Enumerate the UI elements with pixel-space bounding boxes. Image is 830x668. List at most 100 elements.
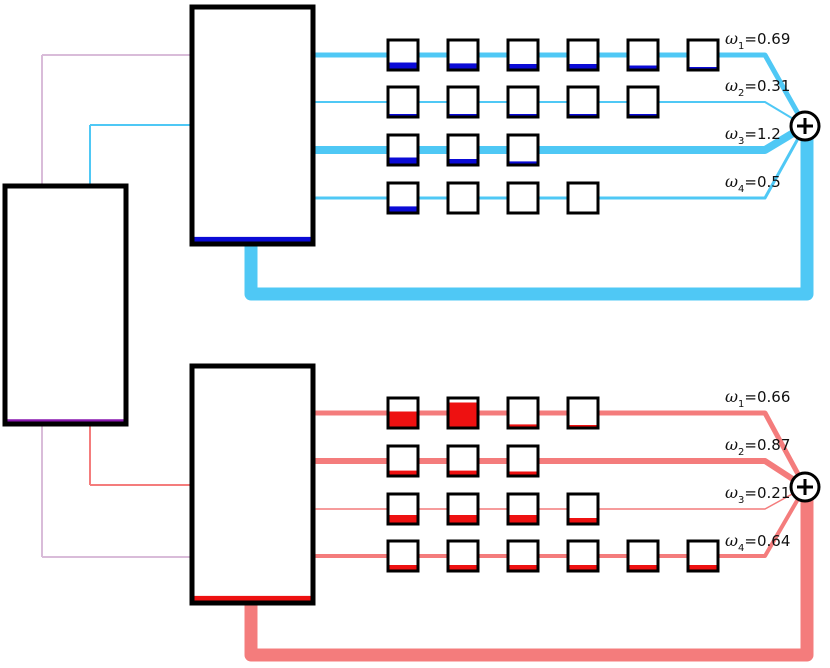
bottom-branch-4-unit-5-border <box>626 539 660 573</box>
bottom-integrator-box-bg <box>192 366 313 603</box>
top-branch-3-unit-1-border <box>386 133 420 167</box>
bottom-weight-value-4: =0.64 <box>744 532 790 550</box>
top-branch-2-unit-5-border <box>626 85 660 119</box>
bottom-integrator-box-border <box>189 363 316 606</box>
top-weight-symbol-4: ω <box>725 172 738 191</box>
top-weight-index-4: 4 <box>738 184 744 195</box>
top-branch-2-unit-3-border <box>506 85 540 119</box>
top-branch-2-unit-5 <box>626 85 660 119</box>
top-integrator-box-border <box>189 4 316 247</box>
top-branch-1-unit-1 <box>386 38 420 72</box>
top-branch-4-unit-1-fill <box>388 206 418 213</box>
bottom-branch-4-unit-2-border <box>446 539 480 573</box>
top-branch-3-unit-3 <box>506 133 540 167</box>
bottom-branch-1-unit-1-border <box>386 396 420 430</box>
bottom-weight-symbol-1: ω <box>725 387 738 406</box>
bottom-branch-4-unit-4-fill <box>568 565 598 571</box>
top-weight-index-2: 2 <box>738 88 744 99</box>
bottom-weight-label-1: ω1=0.66 <box>725 387 790 410</box>
bottom-weight-value-3: =0.21 <box>744 484 790 502</box>
top-branch-4-unit-4-bg <box>568 183 598 213</box>
top-branch-1-unit-6-bg <box>688 40 718 70</box>
top-branch-1-unit-3-fill <box>508 64 538 70</box>
bottom-branch-4-unit-5-fill <box>628 565 658 571</box>
bottom-weight-index-2: 2 <box>738 447 744 458</box>
bottom-branch-4-unit-2-fill <box>448 565 478 571</box>
top-branch-2-unit-1 <box>386 85 420 119</box>
top-branch-4-unit-3-border <box>506 181 540 215</box>
top-branch-4-unit-4-border <box>566 181 600 215</box>
bottom-branch-4-unit-6-fill <box>688 565 718 571</box>
top-branch-2-unit-2-border <box>446 85 480 119</box>
top-branch-2-unit-2 <box>446 85 480 119</box>
bottom-branch-4-unit-1-fill <box>388 565 418 571</box>
bottom-branch-3-unit-1-fill <box>388 515 418 524</box>
bottom-branch-3-unit-4-border <box>566 492 600 526</box>
bottom-weight-symbol-4: ω <box>725 531 738 550</box>
top-branch-3-unit-1 <box>386 133 420 167</box>
top-branch-2-unit-4-bg <box>568 87 598 117</box>
top-branch-1-unit-3-border <box>506 38 540 72</box>
bottom-branch-3-unit-2 <box>446 492 480 526</box>
bottom-weight-label-2: ω2=0.87 <box>725 435 790 458</box>
bottom-weight-index-4: 4 <box>738 543 744 554</box>
top-branch-2-unit-4 <box>566 85 600 119</box>
bottom-branch-2-unit-3 <box>506 444 540 478</box>
top-feedback-loop <box>244 131 814 301</box>
bottom-branch-1-unit-3-border <box>506 396 540 430</box>
bottom-branch-4-unit-4 <box>566 539 600 573</box>
bottom-branch-4-unit-1-border <box>386 539 420 573</box>
bottom-branch-1-unit-4 <box>566 396 600 430</box>
bottom-weight-value-2: =0.87 <box>744 436 790 454</box>
bottom-branch-1-unit-1 <box>386 396 420 430</box>
bottom-weight-symbol-2: ω <box>725 435 738 454</box>
bottom-weight-label-4: ω4=0.64 <box>725 531 790 554</box>
top-branch-1-unit-5-bg <box>628 40 658 70</box>
bottom-branch-1-unit-3 <box>506 396 540 430</box>
bottom-branch-3-unit-4 <box>566 492 600 526</box>
bottom-branch-1-unit-3-fill <box>508 424 538 428</box>
bottom-branch-1-unit-4-border <box>566 396 600 430</box>
bottom-branch-4-unit-2 <box>446 539 480 573</box>
top-weight-symbol-3: ω <box>725 124 738 143</box>
top-weight-symbol-2: ω <box>725 76 738 95</box>
bottom-branch-3-unit-2-border <box>446 492 480 526</box>
bottom-branch-3-unit-4-fill <box>568 518 598 524</box>
top-branch-2-unit-1-bg <box>388 87 418 117</box>
bottom-branch-2-unit-1 <box>386 444 420 478</box>
weight-labels: ω1=0.69ω2=0.31ω3=1.2ω4=0.5ω1=0.66ω2=0.87… <box>725 29 790 554</box>
bottom-branch-4-unit-3-border <box>506 539 540 573</box>
top-branch-1-unit-5 <box>626 38 660 72</box>
top-branch-1-unit-4 <box>566 38 600 72</box>
top-branch-1-unit-6 <box>686 38 720 72</box>
bottom-branch-4-unit-4-border <box>566 539 600 573</box>
left-source-box-border <box>2 183 129 427</box>
top-branch-4-unit-3 <box>506 181 540 215</box>
top-weight-symbol-1: ω <box>725 29 738 48</box>
top-weight-label-1: ω1=0.69 <box>725 29 790 52</box>
top-weight-label-4: ω4=0.5 <box>725 172 781 195</box>
bottom-weight-symbol-3: ω <box>725 483 738 502</box>
top-branch-1-unit-1-border <box>386 38 420 72</box>
top-branch-4-unit-1-border <box>386 181 420 215</box>
bottom-sum-node <box>789 471 821 503</box>
top-weight-value-2: =0.31 <box>744 77 790 95</box>
top-branch-2-unit-5-bg <box>628 87 658 117</box>
bottom-branch-1-unit-2-border <box>446 396 480 430</box>
top-branch-4-unit-2-border <box>446 181 480 215</box>
bottom-branch-2-unit-1-fill <box>388 470 418 476</box>
top-branch-3-unit-2-border <box>446 133 480 167</box>
bottom-branch-1-unit-3-bg <box>508 398 538 428</box>
top-branch-1-unit-4-fill <box>568 64 598 70</box>
bottom-branch-4-unit-6 <box>686 539 720 573</box>
top-branch-4-unit-1 <box>386 181 420 215</box>
bottom-branch-2-unit-2 <box>446 444 480 478</box>
top-branch-4-unit-2 <box>446 181 480 215</box>
top-branch-1-unit-6-border <box>686 38 720 72</box>
top-branch-2-unit-3-bg <box>508 87 538 117</box>
top-branch-1-unit-2-fill <box>448 63 478 70</box>
top-branch-1-unit-1-fill <box>388 62 418 70</box>
bottom-weight-index-1: 1 <box>738 399 744 410</box>
top-branch-1-unit-3 <box>506 38 540 72</box>
